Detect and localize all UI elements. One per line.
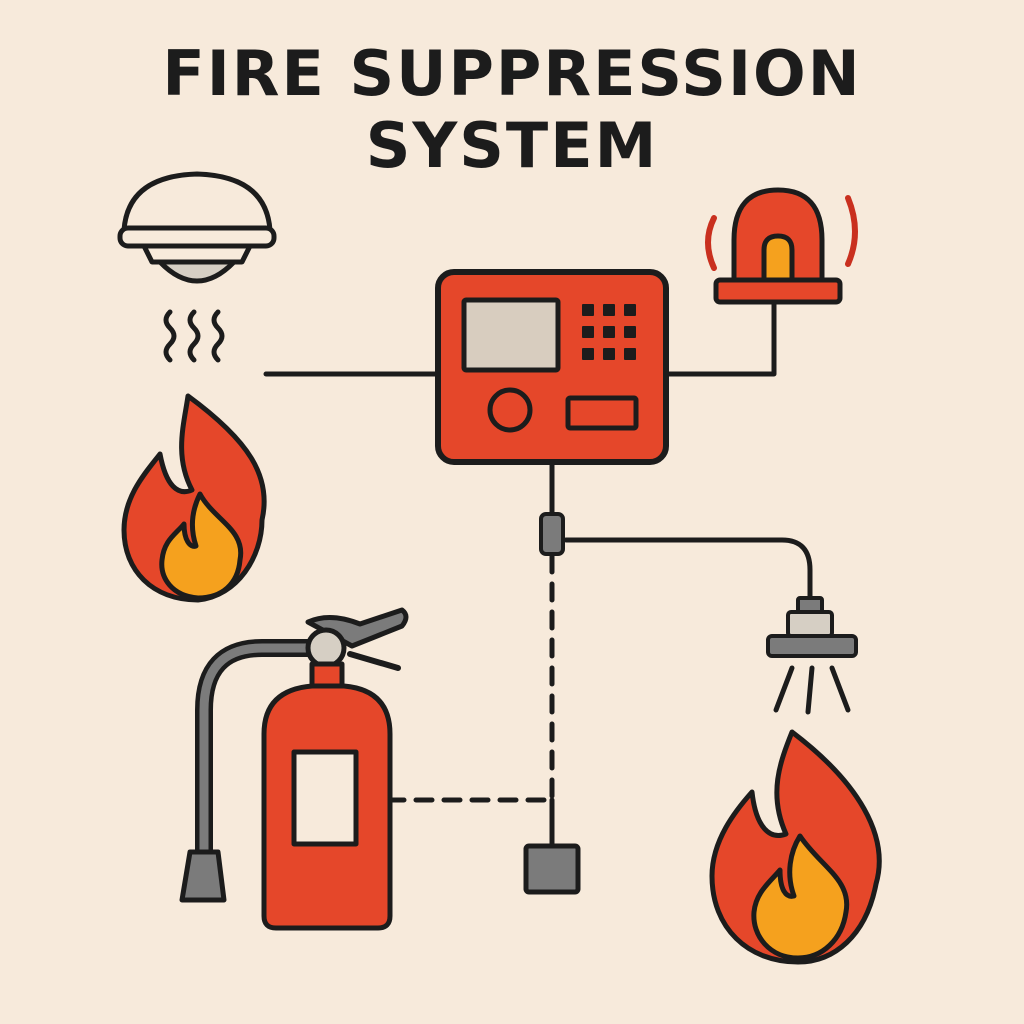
- fire-icon: [709, 729, 882, 965]
- panel-to-alarm-line: [663, 301, 777, 377]
- title-line-1: FIRE SUPPRESSION: [162, 37, 862, 110]
- valve-to-sprinkler-line: [563, 537, 813, 603]
- fire-icon: [121, 393, 267, 603]
- fire-extinguisher-icon: [179, 607, 409, 931]
- smoke-detector-icon: [117, 171, 277, 284]
- connections: [263, 301, 813, 849]
- keypad: [582, 304, 636, 360]
- manual-pull-station-icon: [523, 843, 581, 895]
- page-title: FIRE SUPPRESSION SYSTEM: [0, 38, 1024, 182]
- water-spray: [773, 665, 851, 715]
- valve-coupling-icon: [539, 512, 565, 556]
- alarm-beacon-icon: [705, 187, 858, 305]
- title-line-2: SYSTEM: [365, 109, 659, 182]
- sprinkler-head-icon: [766, 596, 858, 715]
- control-panel-icon: [435, 269, 669, 465]
- dashed-to-extinguisher-line: [389, 553, 555, 803]
- heat-waves-icon: [163, 309, 225, 363]
